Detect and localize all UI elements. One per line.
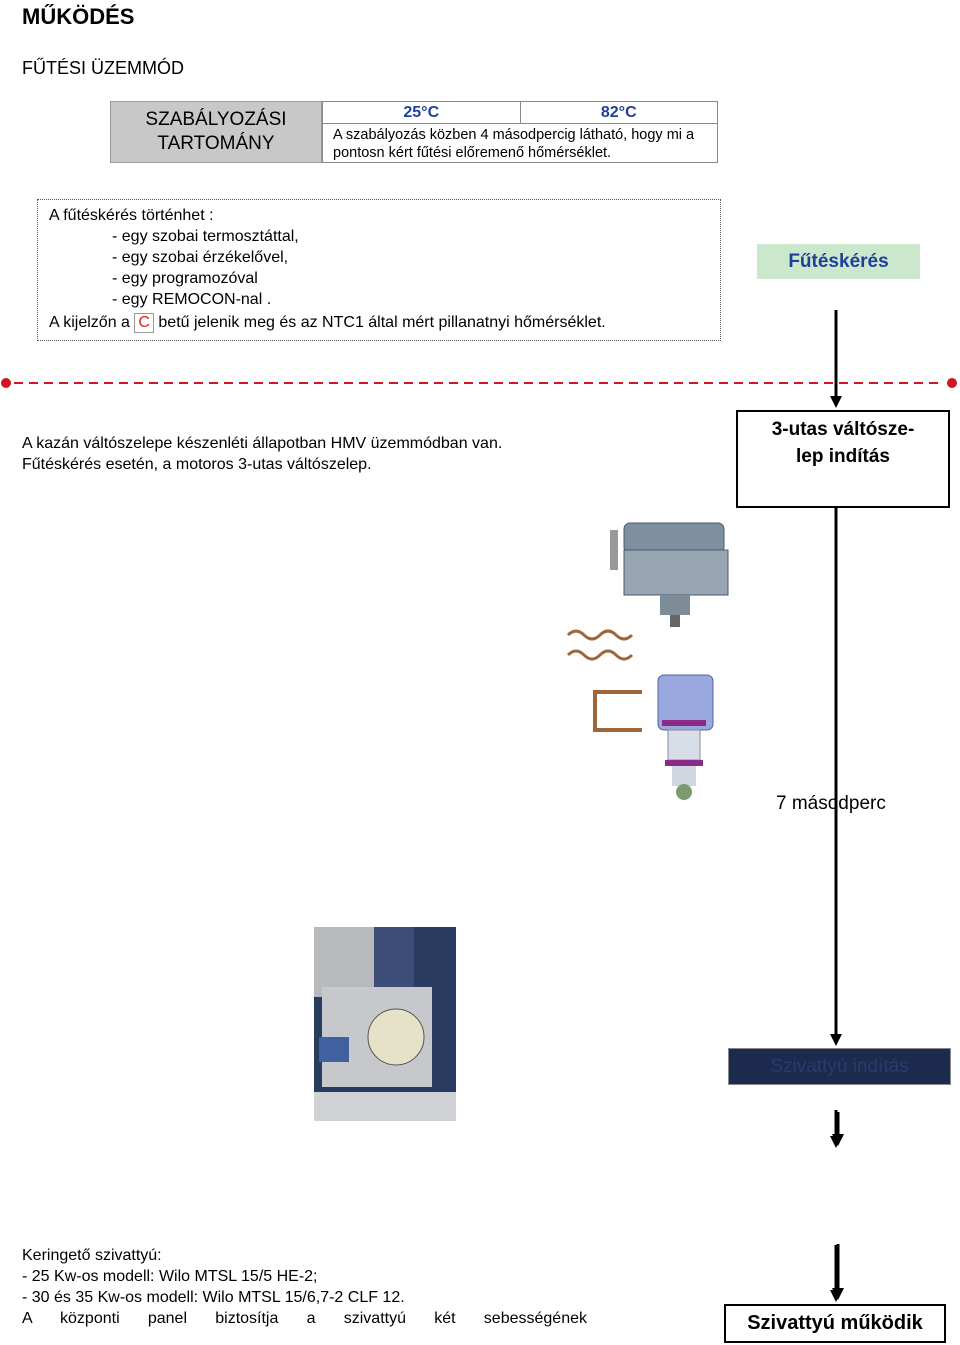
circulator-last-line: A központi panel biztosítja a szivattyú … (22, 1310, 587, 1327)
valve-line1: A kazán váltószelepe készenléti állapotb… (22, 435, 503, 452)
regulation-range-table: 25°C 82°C A szabályozás közben 4 másodpe… (322, 101, 718, 163)
arrow-down-icon (830, 1034, 842, 1046)
arrow-down-icon (830, 396, 842, 408)
pump-assembly-image (314, 927, 456, 1121)
range-label-line2: TARTOMÁNY (157, 133, 275, 154)
range-label-line1: SZABÁLYOZÁSI (145, 109, 287, 130)
circulator-model-30-35: - 30 és 35 Kw-os modell: Wilo MTSL 15/6,… (22, 1289, 405, 1306)
display-note-before: A kijelzőn a (49, 314, 130, 331)
arrow-down-icon (832, 1288, 844, 1300)
divider-end-dot (1, 378, 11, 388)
range-note: A szabályozás közben 4 másodpercig látha… (333, 127, 695, 161)
request-item: - egy szobai érzékelővel, (112, 249, 289, 266)
section-divider (1, 378, 957, 388)
valve-description: A kazán váltószelepe készenléti állapotb… (22, 433, 622, 475)
request-item: - egy REMOCON-nal . (112, 291, 272, 308)
valve-line2: Fűtéskérés esetén, a motoros 3-utas vált… (22, 456, 372, 473)
range-min-value: 25°C (403, 104, 440, 121)
page-title: MŰKÖDÉS (22, 4, 135, 29)
circulator-heading: Keringető szivattyú: (22, 1247, 162, 1264)
valve-start-line2: lep indítás (796, 446, 890, 467)
flow-pump-start: Szivattyú indítás (728, 1048, 951, 1085)
flow-heating-request: Fűtéskérés (757, 244, 920, 279)
flow-valve-start: 3-utas váltósze- lep indítás (736, 410, 950, 508)
valve-start-line1: 3-utas váltósze- (771, 419, 915, 440)
display-note: A kijelzőn a C betű jelenik meg és az NT… (49, 313, 606, 333)
section-subtitle: FŰTÉSI ÜZEMMÓD (22, 58, 184, 78)
regulation-range-label: SZABÁLYOZÁSI TARTOMÁNY (110, 101, 322, 163)
divider-end-dot (947, 378, 957, 388)
heating-request-info-box: A fűtéskérés történhet : - egy szobai te… (37, 199, 721, 341)
display-letter-c: C (134, 313, 154, 333)
delay-label: 7 másodperc (776, 793, 886, 814)
pump-flow-connector (832, 1112, 844, 1300)
flow-pump-running: Szivattyú működik (724, 1304, 946, 1343)
three-way-valve-image (566, 522, 729, 800)
display-note-after: betű jelenik meg és az NTC1 által mért p… (158, 314, 606, 331)
circulator-model-25: - 25 Kw-os modell: Wilo MTSL 15/5 HE-2; (22, 1268, 318, 1285)
request-item: - egy programozóval (112, 270, 258, 287)
request-intro: A fűtéskérés történhet : (49, 207, 214, 224)
range-max-value: 82°C (519, 102, 718, 123)
arrow-down-icon (832, 1134, 844, 1146)
request-item: - egy szobai termosztáttal, (112, 228, 299, 245)
circulator-description: Keringető szivattyú: - 25 Kw-os modell: … (22, 1245, 587, 1329)
